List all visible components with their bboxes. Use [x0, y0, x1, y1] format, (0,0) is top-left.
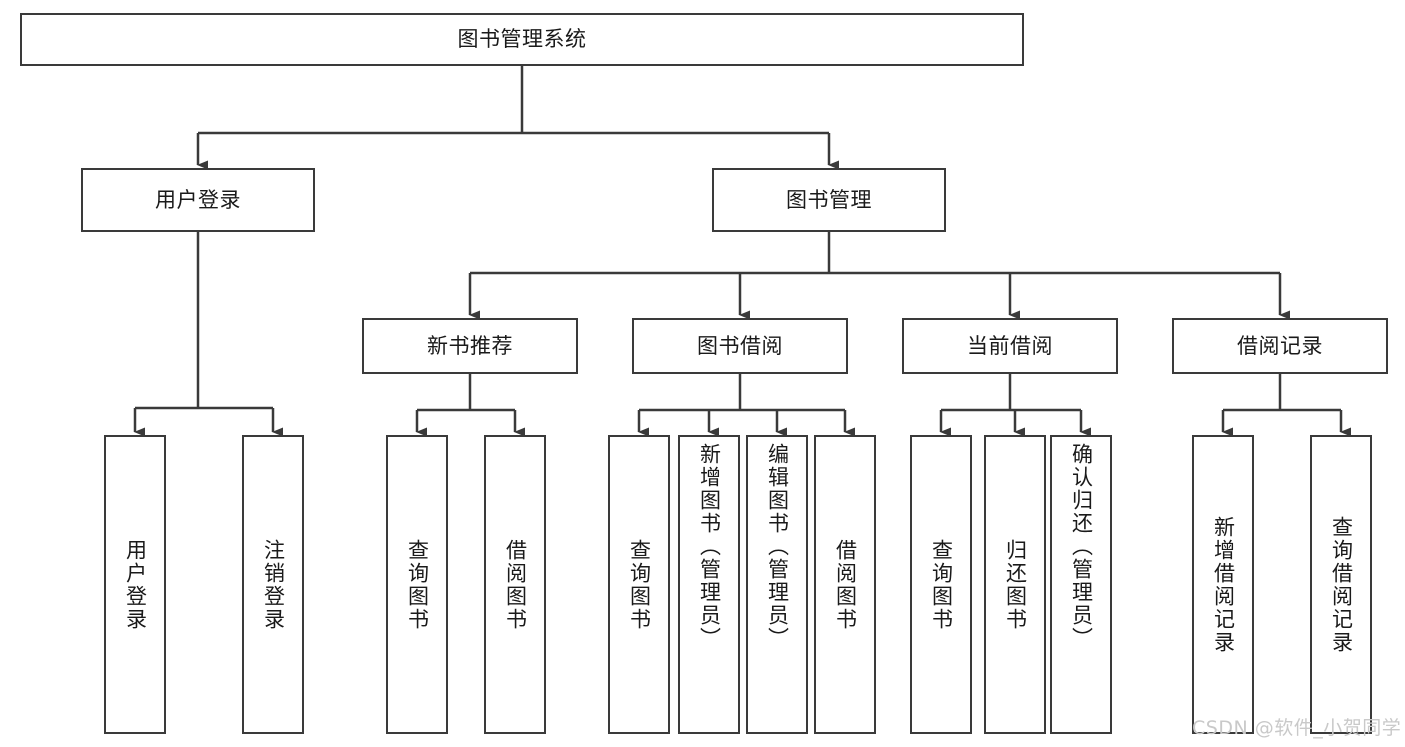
node-label: 新增图书（管理员）: [697, 443, 722, 650]
node-leaf-1[interactable]: 注销登录: [242, 435, 304, 734]
node-label: 确认归还（管理员）: [1069, 443, 1094, 650]
node-label: 图书管理系统: [457, 27, 587, 52]
node-label: 新书推荐: [427, 333, 513, 358]
node-label: 当前借阅: [967, 333, 1053, 358]
node-label: 注销登录: [261, 538, 286, 631]
node-root-system[interactable]: 图书管理系统: [20, 13, 1024, 66]
node-level2-1[interactable]: 图书管理: [712, 168, 946, 232]
node-label: 查询借阅记录: [1329, 515, 1354, 654]
node-leaf-12[interactable]: 查询借阅记录: [1310, 435, 1372, 734]
node-leaf-0[interactable]: 用户登录: [104, 435, 166, 734]
node-level3-3[interactable]: 借阅记录: [1172, 318, 1388, 374]
node-label: 编辑图书（管理员）: [765, 443, 790, 650]
node-leaf-5[interactable]: 新增图书（管理员）: [678, 435, 740, 734]
node-label: 新增借阅记录: [1211, 515, 1236, 654]
node-leaf-10[interactable]: 确认归还（管理员）: [1050, 435, 1112, 734]
node-leaf-2[interactable]: 查询图书: [386, 435, 448, 734]
node-label: 归还图书: [1003, 538, 1028, 631]
node-leaf-3[interactable]: 借阅图书: [484, 435, 546, 734]
node-leaf-9[interactable]: 归还图书: [984, 435, 1046, 734]
node-level3-0[interactable]: 新书推荐: [362, 318, 578, 374]
node-label: 查询图书: [627, 538, 652, 631]
node-leaf-11[interactable]: 新增借阅记录: [1192, 435, 1254, 734]
node-level2-0[interactable]: 用户登录: [81, 168, 315, 232]
node-level3-2[interactable]: 当前借阅: [902, 318, 1118, 374]
node-leaf-4[interactable]: 查询图书: [608, 435, 670, 734]
node-label: 图书借阅: [697, 333, 783, 358]
node-label: 借阅记录: [1237, 333, 1323, 358]
node-label: 用户登录: [155, 187, 241, 212]
node-label: 查询图书: [929, 538, 954, 631]
csdn-watermark: CSDN @软件_小贺同学: [1192, 717, 1402, 739]
node-label: 图书管理: [786, 187, 872, 212]
node-label: 借阅图书: [503, 538, 528, 631]
node-leaf-8[interactable]: 查询图书: [910, 435, 972, 734]
node-label: 借阅图书: [833, 538, 858, 631]
node-label: 用户登录: [123, 538, 148, 631]
node-leaf-6[interactable]: 编辑图书（管理员）: [746, 435, 808, 734]
node-level3-1[interactable]: 图书借阅: [632, 318, 848, 374]
node-leaf-7[interactable]: 借阅图书: [814, 435, 876, 734]
node-label: 查询图书: [405, 538, 430, 631]
